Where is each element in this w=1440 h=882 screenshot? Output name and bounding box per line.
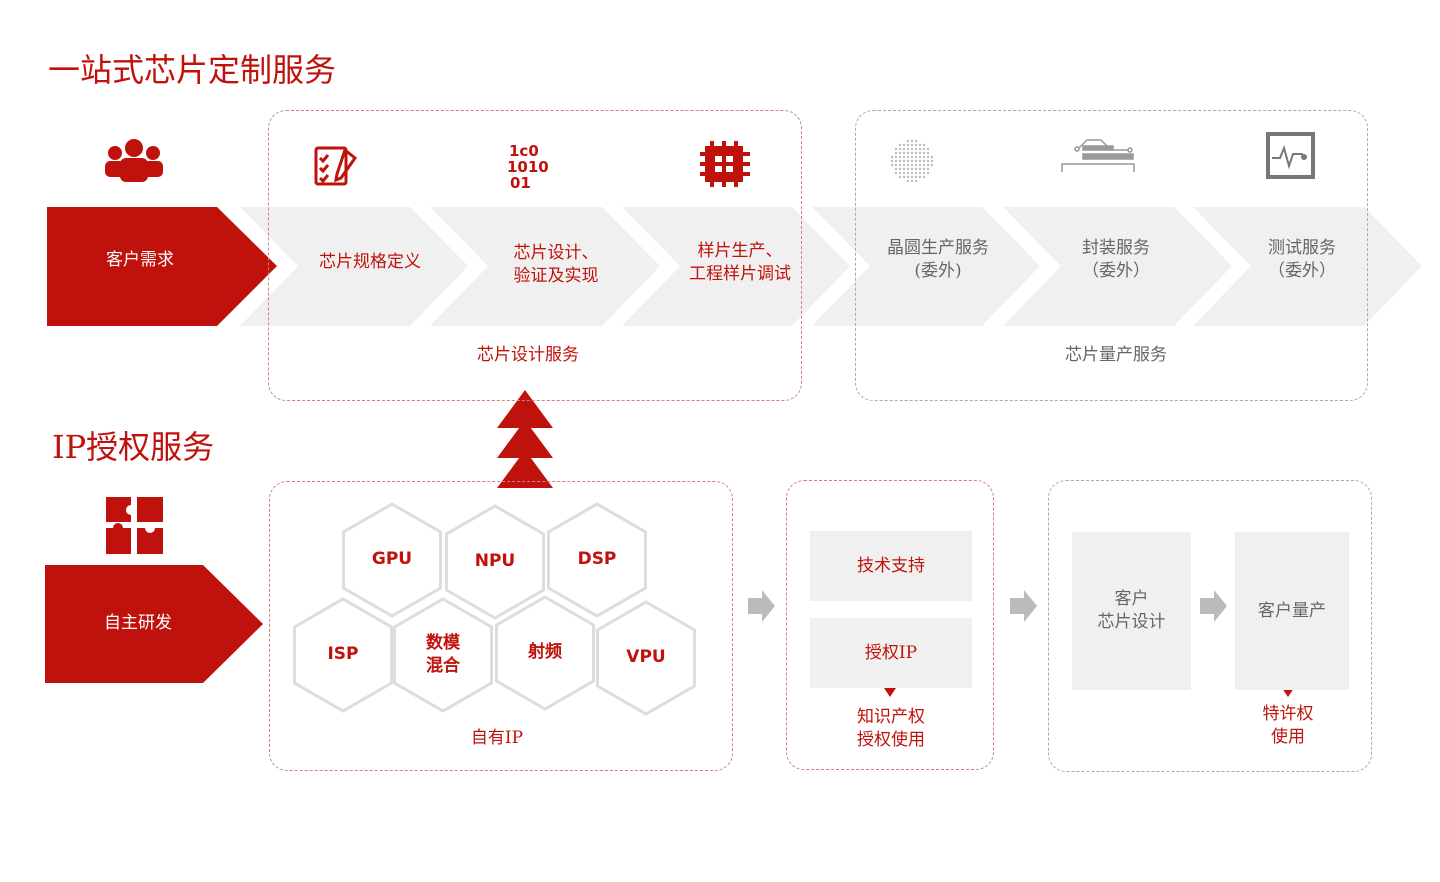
chevron-rnd	[45, 565, 263, 683]
hexagon	[445, 504, 545, 620]
package-icon	[1061, 139, 1135, 172]
step-test: 测试服务 （委外）	[1268, 238, 1336, 281]
hex-label: 射频	[528, 642, 562, 662]
hex-label: DSP	[577, 549, 617, 569]
chevron-design	[430, 207, 660, 326]
ip-license-use-label: 知识产权 授权使用	[857, 707, 925, 750]
clipboard-icon	[314, 146, 358, 186]
step-spec: 芯片规格定义	[319, 252, 421, 272]
hex-label: VPU	[626, 647, 666, 667]
production-group-label: 芯片量产服务	[1065, 345, 1167, 365]
hex-label: 数模 混合	[426, 633, 460, 676]
license-ip-box: 授权IP	[810, 618, 972, 688]
hex-label: NPU	[474, 551, 516, 571]
hexagon	[393, 597, 493, 713]
monitor-wave-icon	[1266, 132, 1315, 179]
section-title-ip: IP授权服务	[52, 428, 215, 466]
step-design: 芯片设计、 验证及实现	[513, 243, 599, 286]
license-group	[786, 480, 994, 770]
design-service-group	[268, 110, 802, 401]
binary-icon: 1c0	[509, 142, 539, 160]
customer-design-box: 客户 芯片设计	[1072, 532, 1191, 690]
production-service-group	[855, 110, 1368, 401]
step-wafer: 晶圆生产服务 (委外)	[887, 238, 989, 281]
chip-icon	[700, 141, 750, 187]
hexagon	[342, 502, 442, 618]
wafer-icon	[890, 139, 934, 183]
chevron-wafer	[812, 207, 1040, 326]
hexagon	[547, 502, 647, 618]
right-arrow-icons	[748, 590, 1227, 622]
hexagon	[293, 597, 393, 713]
rnd-label: 自主研发	[104, 613, 172, 633]
chevron-sample	[622, 207, 850, 326]
hex-label: GPU	[371, 549, 413, 569]
hexagons	[293, 502, 696, 716]
customer-mass-box: 客户量产	[1235, 532, 1349, 690]
license-use-label: 特许权 使用	[1262, 704, 1314, 747]
chevron-customer	[47, 207, 277, 326]
hexagon	[596, 600, 696, 716]
own-ip-group	[269, 481, 733, 771]
customer-group	[1048, 480, 1372, 772]
step-package: 封装服务 （委外）	[1082, 238, 1150, 281]
svg-text:1010: 1010	[507, 158, 549, 176]
chevron-package	[1003, 207, 1232, 326]
grey-chevrons	[240, 207, 1422, 326]
hex-label: ISP	[327, 644, 359, 664]
section-title-chip: 一站式芯片定制服务	[48, 51, 337, 89]
own-ip-label: 自有IP	[470, 728, 524, 748]
hexagon	[495, 595, 595, 711]
tech-support-box: 技术支持	[810, 531, 972, 601]
step-customer-demand: 客户需求	[106, 250, 174, 270]
design-group-label: 芯片设计服务	[477, 345, 579, 365]
svg-text:01: 01	[510, 174, 531, 192]
chevron-test	[1193, 207, 1422, 326]
people-icon	[105, 139, 163, 182]
chevron-spec	[240, 207, 468, 326]
step-sample: 样片生产、 工程样片调试	[689, 241, 791, 284]
puzzle-icon	[106, 497, 163, 554]
triple-up-arrow-icon	[497, 390, 553, 488]
